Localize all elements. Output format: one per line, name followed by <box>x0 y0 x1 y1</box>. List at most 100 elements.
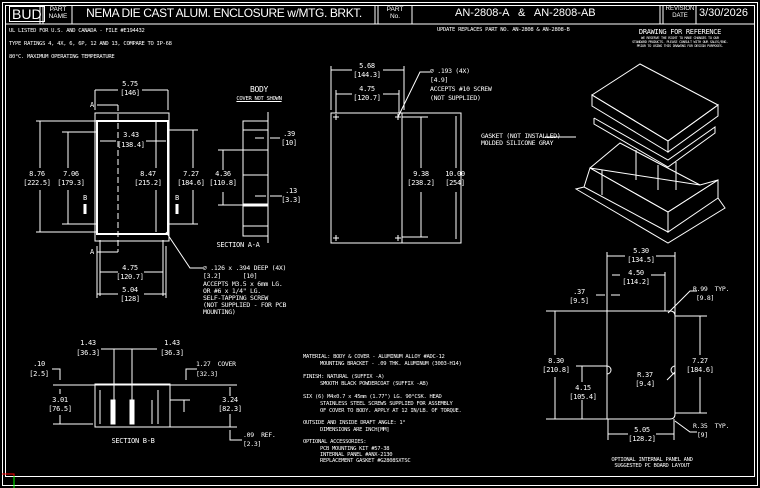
dim-label: 3.24 <box>222 396 238 404</box>
plate-hole-callout: ACCEPTS #10 SCREW <box>430 85 492 93</box>
dim-label: [222.5] <box>23 179 51 187</box>
hole-callout: ACCEPTS M3.5 x 6mm LG. <box>203 280 283 288</box>
front-view <box>36 89 203 298</box>
section-b-b-view <box>52 348 242 441</box>
gasket-note: GASKET (NOT INSTALLED) <box>481 132 561 140</box>
dim-label: 4.36 <box>215 170 231 178</box>
dim-label: 10.00 <box>445 170 465 178</box>
dim-label: [146] <box>120 89 140 97</box>
dim-label: [215.2] <box>134 179 162 187</box>
dim-label: [184.6] <box>686 366 714 374</box>
dim-label: .37 <box>573 288 585 296</box>
ucs-icon <box>2 473 15 488</box>
dim-label: 1.43 <box>80 339 96 347</box>
hole-callout: SELF-TAPPING SCREW <box>203 294 269 302</box>
reference-line: PRIOR TO USING THIS DRAWING FOR DESIGN P… <box>636 44 724 48</box>
hole-callout: MOUNTING) <box>203 308 236 316</box>
note-screws: OF COVER TO BODY. APPLY AT 12 IN/LB. OF … <box>320 408 462 414</box>
update-note: UPDATE REPLACES PART NO. AN-2808 & AN-28… <box>437 27 570 33</box>
dim-label: [144.3] <box>353 71 381 79</box>
dim-label: 7.27 <box>183 170 199 178</box>
section-a-a-label: SECTION A-A <box>216 241 260 249</box>
dim-label: [9.4] <box>635 380 655 388</box>
dim-label: 1.27 COVER <box>196 360 236 368</box>
dim-label: [36.3] <box>160 349 184 357</box>
dim-label: [138.4] <box>117 141 145 149</box>
dim-label: [120.7] <box>116 273 144 281</box>
gasket-note: MOLDED SILICONE GRAY <box>481 139 554 147</box>
dim-label: [2.5] <box>29 370 49 378</box>
note-draft: OUTSIDE AND INSIDE DRAFT ANGLE: 1° <box>303 420 406 426</box>
dim-label: [114.2] <box>622 278 650 286</box>
dim-label: [9] <box>697 431 708 439</box>
plate-hole-callout: [4.9] <box>430 76 449 84</box>
section-marker-b: B <box>175 194 179 202</box>
part-name-label: PART NAME <box>48 6 68 20</box>
part-number: AN-2808-A & AN-2808-AB <box>455 7 596 19</box>
note-material: MOUNTING BRACKET - .09 THK. ALUMINUM (30… <box>320 361 462 367</box>
panel-caption: SUGGESTED PC BOARD LAYOUT <box>614 463 690 469</box>
dim-label: 8.30 <box>548 357 564 365</box>
dim-label: [76.5] <box>48 405 72 413</box>
dim-label: 4.50 <box>628 269 644 277</box>
section-marker-a: A <box>90 101 94 109</box>
dim-label: [32.3] <box>196 370 218 378</box>
note-finish: SMOOTH BLACK POWDERCOAT (SUFFIX -AB) <box>320 381 429 387</box>
note-type-ratings: TYPE RATINGS 4, 4X, 6, 6P, 12 AND 13, CO… <box>9 41 172 47</box>
section-marker-b: B <box>83 194 87 202</box>
dim-label: [9.8] <box>696 294 715 302</box>
dim-label: [238.2] <box>407 179 435 187</box>
dim-label: [184.6] <box>177 179 205 187</box>
dim-label: [210.8] <box>542 366 570 374</box>
dim-label: 7.06 <box>63 170 79 178</box>
note-draft: DIMENSIONS ARE INCH[MM] <box>320 427 390 433</box>
dim-label: 4.75 <box>122 264 138 272</box>
dim-label: [134.5] <box>627 256 655 264</box>
note-accessories: OPTIONAL ACCESSORIES: <box>303 439 367 445</box>
dim-label: [9.5] <box>569 297 589 305</box>
panel-caption: OPTIONAL INTERNAL PANEL AND <box>611 457 693 463</box>
dim-label: [120.7] <box>353 94 381 102</box>
section-a-a-view <box>218 112 282 243</box>
part-no-label: PART No. <box>386 6 406 20</box>
dim-label: 5.30 <box>633 247 649 255</box>
dim-label: [110.8] <box>209 179 237 187</box>
isometric-enclosure-view <box>574 63 726 244</box>
dim-label: .13 <box>285 187 297 195</box>
body-title: BODY <box>249 85 269 94</box>
dim-label: [128.2] <box>628 435 656 443</box>
dim-label: 1.43 <box>164 339 180 347</box>
note-screws: SIX (6) M4x0.7 x 45mm (1.77") LG. 90°CSK… <box>303 394 442 400</box>
body-subtitle: COVER NOT SHOWN <box>236 96 282 102</box>
dim-label: R.99 TYP. <box>693 285 730 293</box>
dim-label: [254] <box>445 179 465 187</box>
dim-label: 7.27 <box>692 357 708 365</box>
dim-label: 4.75 <box>359 85 375 93</box>
dim-label: R.35 TYP. <box>693 422 730 430</box>
dim-label: 9.38 <box>413 170 429 178</box>
note-accessories: PCB MOUNTING KIT #57-38 <box>320 446 390 452</box>
dim-label: 4.15 <box>575 384 591 392</box>
note-temperature: 80°C. MAXIMUM OPERATING TEMPERATURE <box>9 54 115 60</box>
mounting-plate-view <box>330 66 576 244</box>
revision-date: 3/30/2026 <box>699 7 748 19</box>
note-screws: STAINLESS STEEL SCREWS SUPPLIED FOR ASSE… <box>320 401 453 407</box>
note-material: MATERIAL: BODY & COVER - ALUMINUM ALLOY … <box>303 354 445 360</box>
plate-hole-callout: (NOT SUPPLIED) <box>430 94 481 102</box>
reference-title: DRAWING FOR REFERENCE <box>638 28 722 36</box>
reference-line: WE RESERVE THE RIGHT TO MAKE CHANGES TO … <box>641 36 719 40</box>
dim-label: 8.47 <box>140 170 156 178</box>
hole-callout: (NOT SUPPLIED - FOR PCB <box>203 301 287 309</box>
section-b-b-label: SECTION B-B <box>111 437 155 445</box>
dim-label: 5.68 <box>359 62 375 70</box>
dim-label: .39 <box>283 130 295 138</box>
dim-label: [105.4] <box>569 393 597 401</box>
dim-label: .09 REF. <box>243 431 276 439</box>
reference-line: STANDARD PRODUCTS. PLEASE CONSULT WITH O… <box>632 40 728 44</box>
dim-label: 5.05 <box>634 426 650 434</box>
note-accessories: INTERNAL PANEL #ANX-2130 <box>320 452 393 458</box>
company-logo: BUD <box>9 6 45 22</box>
dim-label: 3.01 <box>52 396 68 404</box>
